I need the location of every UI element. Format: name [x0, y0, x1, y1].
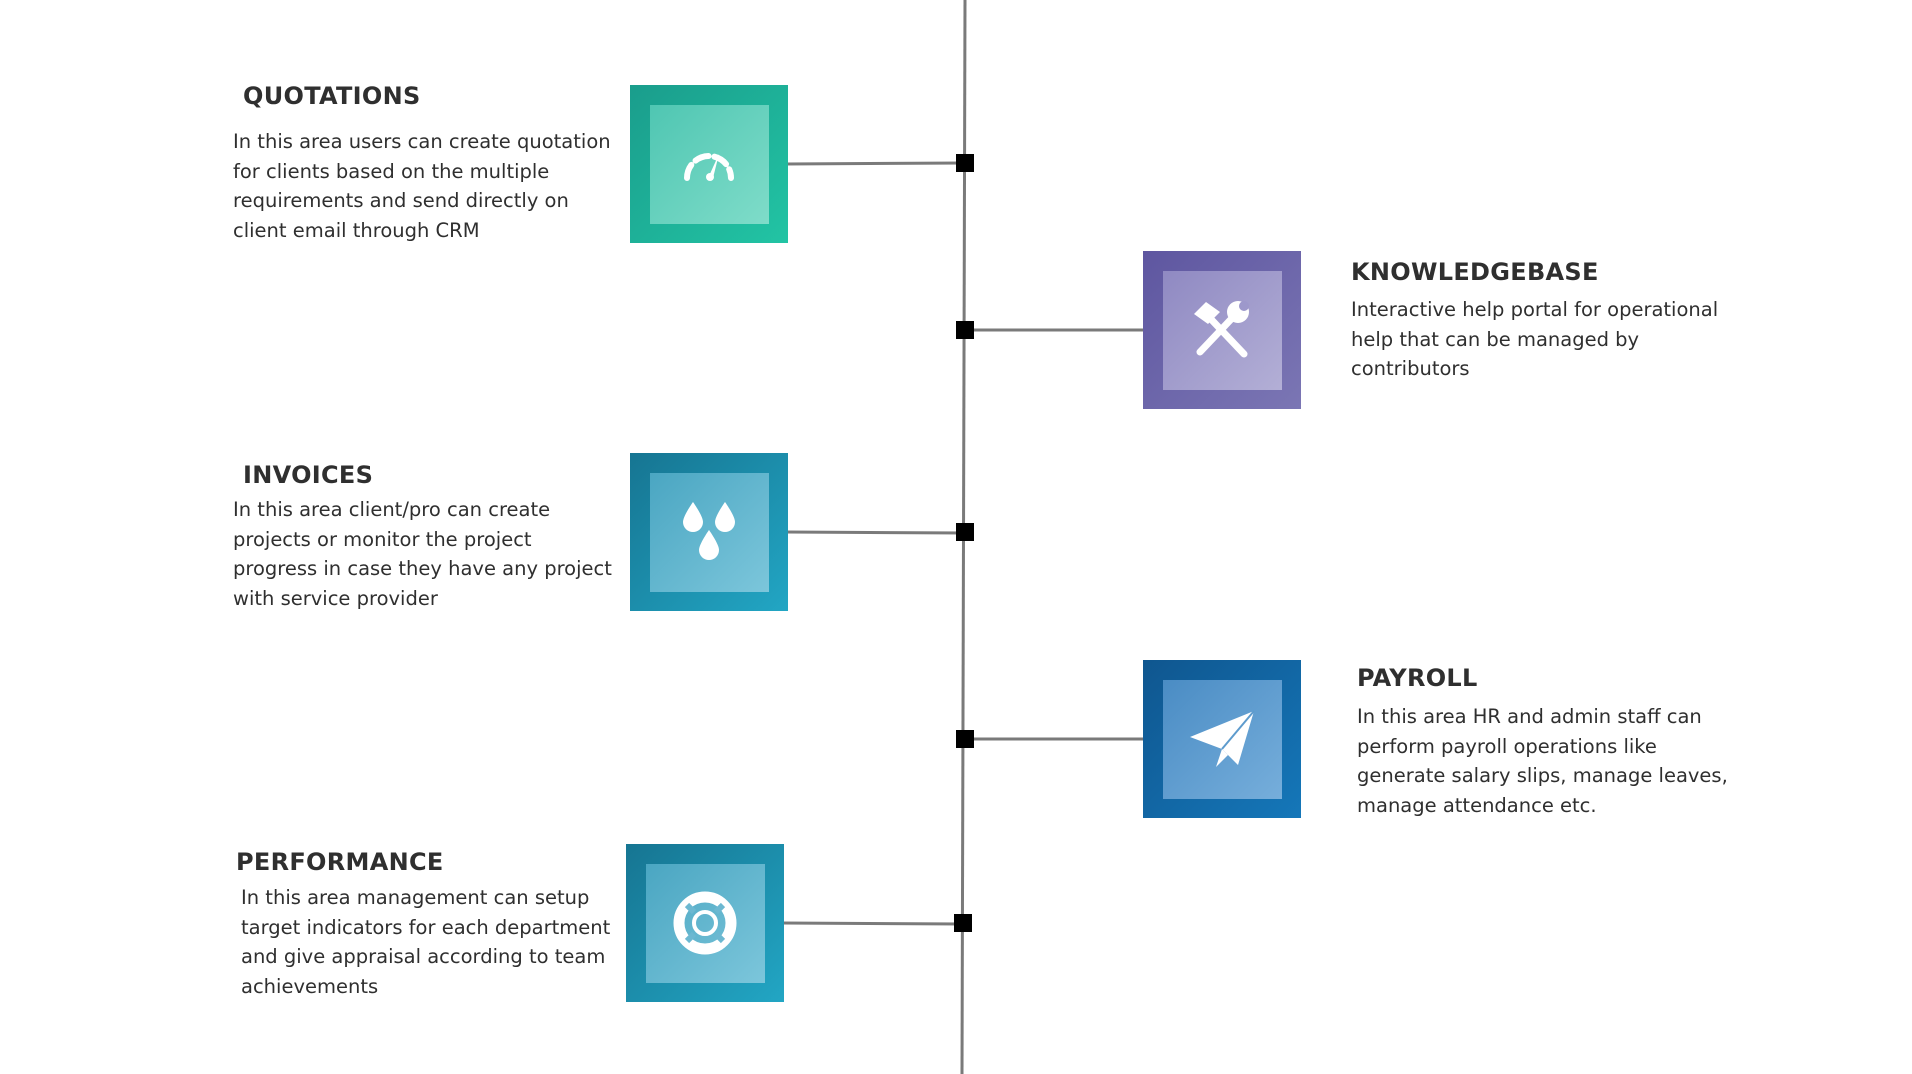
drops-icon [683, 502, 735, 560]
connector-invoices [785, 530, 966, 535]
node-invoices [956, 523, 974, 541]
item-title: QUOTATIONS [243, 82, 421, 110]
lifebuoy-icon [673, 891, 737, 955]
paper-plane-icon [1190, 710, 1255, 767]
node-payroll [956, 730, 974, 748]
icon-tile [1143, 251, 1301, 409]
item-description: In this area management can setup target… [241, 886, 611, 998]
item-description: In this area users can create quotation … [233, 130, 611, 242]
item-description: In this area client/pro can create proje… [233, 498, 612, 610]
item-title: KNOWLEDGEBASE [1351, 258, 1599, 286]
icon-tile [630, 453, 788, 611]
node-knowledgebase [956, 321, 974, 339]
item-title: PAYROLL [1357, 664, 1478, 692]
item-description: In this area HR and admin staff can perf… [1357, 705, 1728, 817]
icon-tile [630, 85, 788, 243]
icon-tile [626, 844, 784, 1002]
item-title: PERFORMANCE [236, 848, 444, 876]
node-quotations [956, 154, 974, 172]
node-performance [954, 914, 972, 932]
tools-icon [1194, 301, 1249, 358]
icon-tile [1143, 660, 1301, 818]
connector-performance [781, 921, 963, 926]
item-description: Interactive help portal for operational … [1351, 298, 1719, 380]
speedometer-icon [684, 153, 734, 181]
connector-quotations [785, 161, 966, 166]
item-title: INVOICES [243, 461, 374, 489]
